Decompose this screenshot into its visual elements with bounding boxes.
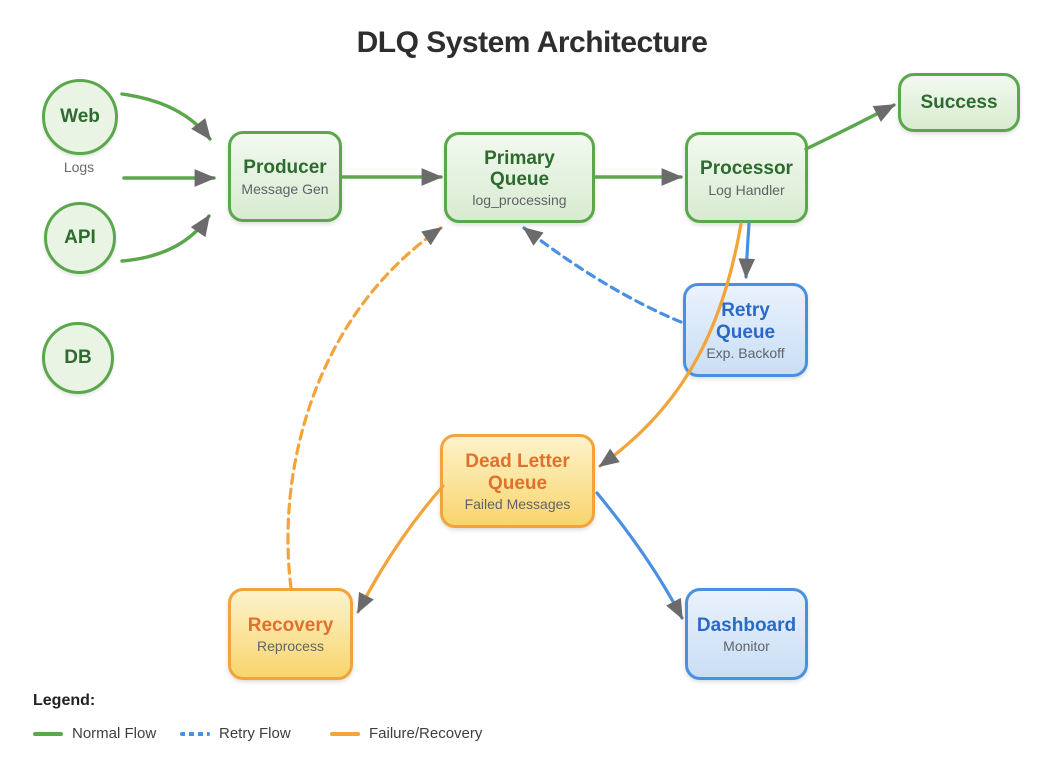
node-processor-subtitle: Log Handler: [708, 181, 785, 198]
node-dashboard-subtitle: Monitor: [723, 638, 770, 655]
page-title: DLQ System Architecture: [356, 26, 708, 59]
edge-retry-queue-to-primary-queue: [522, 226, 683, 324]
node-recovery: Recovery Reprocess: [228, 588, 353, 680]
node-retry-queue-subtitle: Exp. Backoff: [706, 344, 785, 361]
source-node-web: Web: [42, 79, 118, 155]
legend-item-failure-recovery-label: Failure/Recovery: [369, 725, 483, 742]
node-retry-queue: Retry Queue Exp. Backoff: [683, 283, 808, 377]
node-primary-queue: Primary Queue log_processing: [444, 132, 595, 223]
node-success-title: Success: [920, 91, 998, 113]
edge-dead-letter-queue-to-recovery: [356, 484, 445, 614]
source-node-db: DB: [42, 322, 114, 394]
source-api-label: API: [64, 227, 96, 248]
failure-recovery-line-swatch: [330, 731, 360, 736]
source-node-api: API: [44, 202, 116, 274]
legend-item-retry-flow: Retry Flow: [180, 725, 291, 742]
legend-item-normal-flow-label: Normal Flow: [72, 725, 157, 742]
legend-heading: Legend:: [33, 692, 96, 709]
edge-processor-to-retry-queue: [738, 222, 756, 279]
node-retry-queue-title: Retry Queue: [715, 300, 776, 343]
edge-api-to-producer: [120, 214, 211, 263]
legend-item-retry-flow-label: Retry Flow: [219, 725, 291, 742]
node-dead-letter-queue-subtitle: Failed Messages: [464, 495, 571, 512]
source-web-label: Web: [60, 106, 100, 127]
retry-flow-line-swatch: [180, 731, 210, 736]
edge-dead-letter-queue-to-dashboard: [595, 491, 684, 620]
node-success: Success: [898, 73, 1020, 132]
node-recovery-subtitle: Reprocess: [257, 638, 324, 655]
legend-item-failure-recovery: Failure/Recovery: [330, 725, 482, 742]
node-dashboard: Dashboard Monitor: [685, 588, 808, 680]
source-db-label: DB: [64, 347, 92, 368]
edge-recovery-to-primary-queue: [286, 226, 443, 590]
node-processor-title: Processor: [700, 158, 793, 180]
node-producer-title: Producer: [243, 157, 327, 179]
node-processor: Processor Log Handler: [685, 132, 808, 223]
source-web-sublabel: Logs: [63, 159, 95, 175]
normal-flow-line-swatch: [33, 731, 63, 736]
node-primary-queue-title: Primary Queue: [484, 147, 555, 190]
node-dead-letter-queue-title: Dead Letter Queue: [465, 451, 570, 494]
edge-web-to-producer: [120, 92, 212, 141]
node-recovery-title: Recovery: [247, 614, 334, 636]
node-dashboard-title: Dashboard: [696, 614, 797, 636]
node-producer: Producer Message Gen: [228, 131, 342, 222]
edge-processor-to-success: [804, 103, 896, 151]
legend-item-normal-flow: Normal Flow: [33, 725, 156, 742]
node-primary-queue-subtitle: log_processing: [472, 192, 567, 209]
node-dead-letter-queue: Dead Letter Queue Failed Messages: [440, 434, 595, 528]
node-producer-subtitle: Message Gen: [241, 180, 329, 197]
